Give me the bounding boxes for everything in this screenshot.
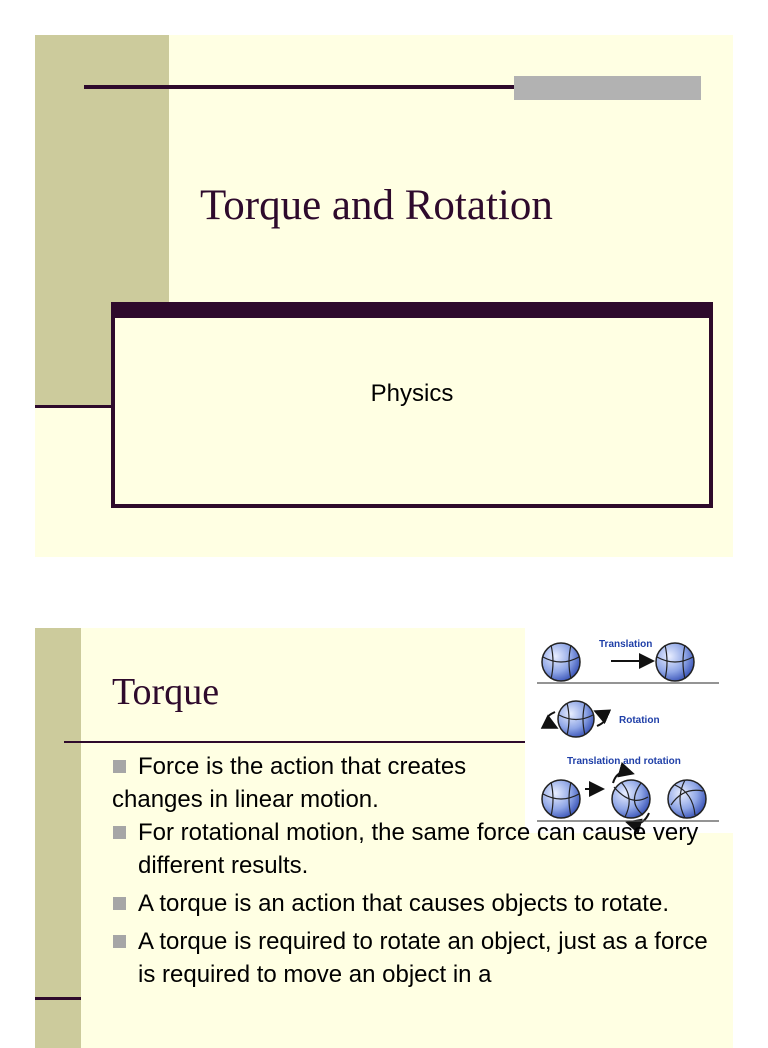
- ball-icon: [655, 642, 695, 682]
- rotation-label: Rotation: [619, 715, 660, 726]
- ball-icon: [557, 700, 595, 738]
- gray-accent-bar: [514, 76, 701, 100]
- rotation-arrow-icon: [593, 709, 612, 727]
- figure-illustration: Translation Rotation Translation and rot…: [537, 639, 719, 834]
- bullet-square-icon: [113, 935, 126, 948]
- slide-1: Torque and Rotation Physics: [35, 35, 733, 557]
- bullet-text: changes in linear motion.: [112, 786, 379, 813]
- slide-subtitle: Physics: [370, 380, 454, 407]
- bullet-continuation: changes in linear motion.: [112, 783, 712, 816]
- translation-label: Translation: [599, 639, 652, 650]
- translation-and-rotation-label: Translation and rotation: [567, 756, 681, 767]
- ball-icon: [611, 779, 651, 819]
- bullet-text: A torque is required to rotate an object…: [138, 928, 708, 988]
- bullet-item: For rotational motion, the same force ca…: [112, 816, 712, 882]
- ball-icon: [667, 779, 707, 819]
- bullet-text: For rotational motion, the same force ca…: [138, 819, 699, 879]
- left-accent-line: [35, 405, 115, 408]
- rotation-arrow-icon: [625, 812, 650, 834]
- ball-icon: [541, 642, 581, 682]
- bullet-square-icon: [113, 897, 126, 910]
- title-rule: [64, 741, 534, 743]
- translation-rotation-figure: Translation Rotation Translation and rot…: [525, 628, 733, 834]
- slide-title: Torque and Rotation: [200, 182, 553, 229]
- left-accent-line: [35, 997, 81, 1000]
- ball-icon: [541, 779, 581, 819]
- bullet-text: Force is the action that creates: [138, 753, 467, 780]
- bullet-square-icon: [113, 826, 126, 839]
- rotation-arrow-icon: [612, 762, 635, 784]
- bullet-text: A torque is an action that causes object…: [138, 890, 669, 917]
- rotation-arrow-icon: [540, 711, 559, 729]
- left-color-band: [35, 628, 81, 1048]
- bullet-list: Force is the action that creates changes…: [112, 750, 712, 991]
- subtitle-box: Physics: [111, 302, 713, 508]
- bullet-item: A torque is an action that causes object…: [112, 887, 712, 920]
- bullet-item: Force is the action that creates: [112, 750, 712, 783]
- slide-title: Torque: [112, 671, 220, 713]
- top-rule: [84, 85, 701, 89]
- bullet-item: A torque is required to rotate an object…: [112, 925, 712, 991]
- bullet-square-icon: [113, 760, 126, 773]
- slide-2: Torque Translation: [35, 628, 733, 1048]
